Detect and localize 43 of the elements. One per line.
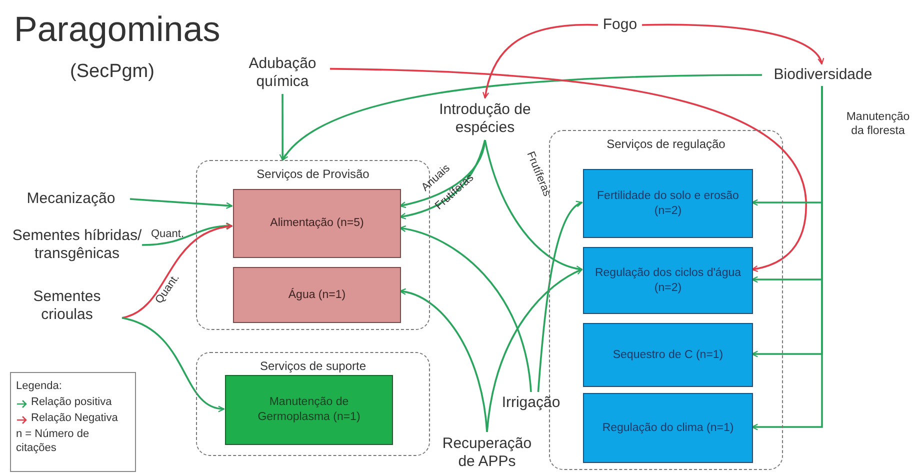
arrow [486,268,583,432]
arrow [751,86,823,430]
regulation-box: Sequestro de C (n=1) [583,323,753,387]
annotation: Manutenção da floresta [845,110,911,139]
subtitle: (SecPgm) [70,60,154,84]
factor-label: Fogo [598,14,642,36]
regulation-box: Fertilidade do solo e erosão (n=2) [583,169,753,238]
legend-heading: Legenda: [16,380,62,394]
factor-label: Sementes híbridas/ transgênicas [12,214,142,276]
support-box: Manutenção de Germoplasma (n=1) [225,375,393,445]
factor-label: Biodiversidade [762,64,884,86]
factor-label: Introdução de espécies [420,98,550,140]
provision-box: Alimentação (n=5) [233,189,401,258]
factor-label: Irrigação [495,392,567,414]
edge-label: Quant. [150,228,186,240]
legend-note: n = Número de citações [16,428,90,456]
legend-text: Relação positiva [31,396,112,408]
factor-label: Mecanização [12,188,130,210]
group-heading: Serviços de regulação [606,137,726,151]
provision-box: Água (n=1) [233,267,401,323]
regulation-box: Regulação do clima (n=1) [583,393,753,463]
arrow [482,24,598,99]
arrow [122,317,225,412]
factor-label: Recuperação de APPs [432,432,542,474]
service-group [196,352,430,456]
legend-text: Relação Negativa [31,412,118,424]
arrow [130,198,233,209]
factor-label: Adubação química [235,52,330,94]
arrow [142,222,233,246]
group-heading: Serviços de Provisão [256,167,370,181]
arrow [537,202,583,392]
arrow [282,74,762,161]
arrow [399,288,488,432]
factor-label: Sementes crioulas [12,284,122,328]
arrow [122,224,233,319]
arrow [330,68,807,272]
group-heading: Serviços de suporte [258,359,368,373]
title: Paragominas [14,10,220,50]
arrow [484,140,583,272]
regulation-box: Regulação dos ciclos d'água (n=2) [583,247,753,314]
arrow [399,226,532,392]
arrow [279,94,286,161]
arrow [642,24,824,65]
